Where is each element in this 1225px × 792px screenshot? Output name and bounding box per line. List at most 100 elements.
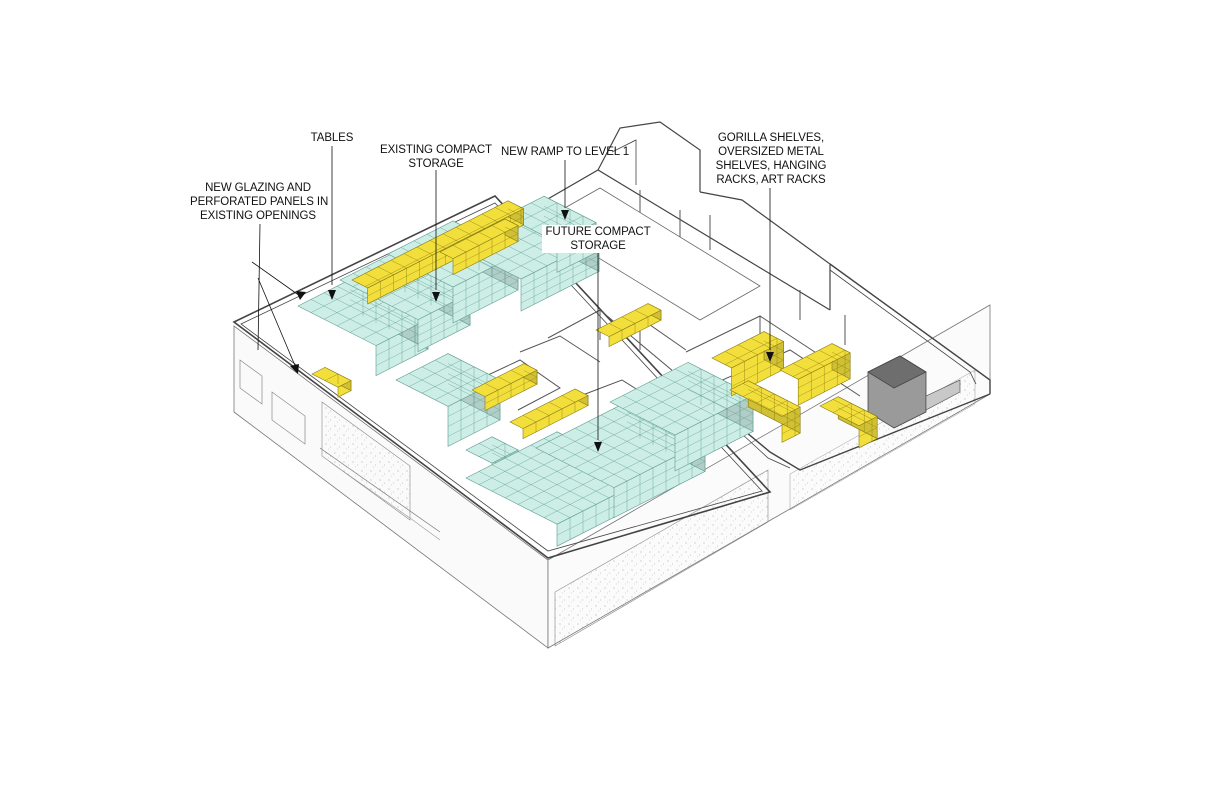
label-tables: TABLES [310,132,354,144]
corridor-shelf-grid [608,323,623,331]
gorilla-b-grid [755,393,775,404]
future-storage-c-grid [674,422,754,463]
gorilla-c-grid [792,363,812,373]
corridor-shelf-grid [621,316,636,324]
gorilla-d-grid [832,403,852,413]
existing-storage-c-grid [452,280,519,315]
tables-strip-2 [439,218,519,276]
gorilla-d-grid [838,407,878,428]
gorilla-a-grid [737,344,758,355]
existing-storage-e-grid [517,202,558,223]
corridor-shelf-grid [634,310,649,317]
leader-lines [251,146,774,452]
future-storage-b-grid [561,414,654,462]
future-storage-a-grid [491,464,584,512]
mid-shelf-a-grid [484,383,499,391]
dark-volume [867,355,961,429]
gorilla-b-grid [781,424,801,434]
mid-shelf-b [509,388,589,440]
existing-storage-b-grid [391,279,445,307]
mid-storage [395,353,501,447]
mid-shelf-b-grid [561,395,576,403]
label-future-compact-storage: FUTURE COMPACT STORAGE [542,225,654,253]
future-storage-b-grid [587,428,680,475]
future-storage-c-grid [674,413,754,454]
existing-storage-b-grid [404,286,458,314]
shelving-layer [311,200,878,449]
tables-strip-2-grid [465,238,480,246]
mid-storage-small-grid [478,443,506,457]
gorilla-b-grid [748,389,801,416]
tables-strip-grid [364,207,522,287]
gorilla-a-grid [731,350,784,378]
future-storage-c-grid [687,371,754,405]
future-storage-b-grid [574,421,667,468]
tables-strip-2-grid [504,226,519,234]
mid-storage-grid [434,373,488,400]
future-storage-c-grid [687,389,754,423]
gorilla-b [729,380,801,443]
ramp-steps [319,447,441,533]
future-storage-c-grid [622,395,689,429]
existing-storage-d-grid [520,255,600,296]
mid-shelf-a-grid [497,376,512,384]
gorilla-b-grid [781,415,801,426]
gorilla-b-grid [768,400,788,410]
future-storage-c-grid [661,375,728,409]
gorilla-a-grid [763,350,784,361]
existing-storage-a-grid [310,286,364,313]
mid-storage-grid [421,366,475,394]
future-storage-a-grid [478,471,571,518]
existing-storage-a-grid [336,299,390,326]
gorilla-c-grid [798,361,851,389]
gorilla-a-grid [750,338,771,349]
label-new-ramp: NEW RAMP TO LEVEL 1 [500,146,630,158]
mid-shelf-a-grid [523,370,538,378]
gorilla-d [819,396,878,449]
ramp-steps-2 [329,461,441,541]
mid-shelf-b-grid [535,408,550,416]
tables-strip-2-grid [452,245,467,253]
foundation-texture-right [554,469,769,647]
existing-storage-c-grid [452,271,519,306]
gorilla-c-grid [818,350,838,360]
existing-storage-d-grid [520,263,600,304]
tables-strip-2-grid [452,233,519,267]
gorilla-a-grid [724,338,778,365]
gorilla-d-grid [858,427,878,437]
gorilla-a-grid [763,340,784,351]
future-storage-c-grid [674,368,741,403]
window-strip [271,391,306,445]
existing-storage-a-grid [349,299,429,340]
existing-storage-b-grid [417,317,471,344]
existing-storage-a-grid [349,305,403,333]
glazing-shelf [311,366,352,398]
future-storage-c-grid [622,368,702,409]
mid-shelf-b-grid [548,402,563,409]
future-storage-c [609,361,754,472]
future-storage-b-grid [548,408,641,455]
tables-strip-2-grid [491,225,506,233]
existing-storage-a-grid [362,312,416,340]
future-storage-c-grid [648,382,728,422]
gorilla-b-grid [742,387,762,397]
mid-storage-grid [447,409,501,437]
future-storage-c-grid [635,375,715,416]
mid-shelf-b-grid [522,415,537,423]
label-new-glazing: NEW GLAZING AND PERFORATED PANELS IN EXI… [190,182,329,222]
gorilla-c-grid [831,352,851,362]
existing-storage-a-grid [349,289,429,330]
future-storage-c-grid [674,404,754,445]
future-storage-c-grid [687,380,754,414]
ramp-area [539,187,761,321]
mid-storage-grid [408,360,462,387]
mid-shelf-a-grid [510,370,525,377]
corridor-shelf [595,303,662,348]
mid-shelf-a [471,363,538,412]
label-gorilla-shelves: GORILLA SHELVES, OVERSIZED METAL SHELVES… [715,132,827,186]
glazing-shelf-grid [324,373,339,381]
label-existing-compact-storage: EXISTING COMPACT STORAGE [380,144,492,170]
future-storage-a-grid [504,458,597,505]
foundation-texture-left [321,401,411,521]
gorilla-c-grid [831,360,851,371]
